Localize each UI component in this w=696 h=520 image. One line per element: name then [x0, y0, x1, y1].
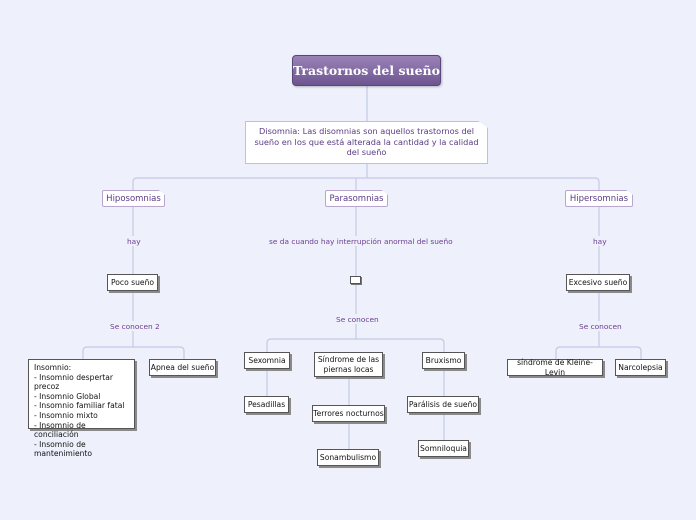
- link-label-hay-left: hay: [127, 237, 141, 246]
- disomnia-callout[interactable]: Disomnia: Las disomnias son aquellos tra…: [245, 121, 488, 164]
- topic-hipersomnias-label: Hipersomnias: [569, 193, 629, 204]
- node-sonambulismo[interactable]: Sonambulismo: [317, 449, 379, 466]
- topic-parasomnias[interactable]: Parasomnias: [325, 190, 388, 207]
- node-insomnio[interactable]: Insomnio: - Insomnio despertar precoz - …: [28, 359, 135, 458]
- node-apnea[interactable]: Apnea del sueño: [149, 359, 216, 376]
- node-somniloquia[interactable]: Somniloquia: [418, 440, 469, 457]
- list-item: - Insomnio familiar fatal: [34, 401, 125, 411]
- node-piernas-locas-label: Síndrome de las piernas locas: [317, 354, 380, 374]
- link-label-se-conocen-2: Se conocen 2: [110, 322, 160, 331]
- list-item: - Insomnio de conciliación: [34, 420, 86, 440]
- node-poco-sueno[interactable]: Poco sueño: [107, 274, 158, 291]
- node-kleine-levin[interactable]: síndrome de Kleine-Levin: [507, 357, 603, 377]
- node-sonambulismo-label: Sonambulismo: [319, 452, 377, 462]
- node-pesadillas-label: Pesadillas: [247, 399, 286, 409]
- node-narcolepsia-label: Narcolepsia: [618, 362, 663, 372]
- node-apnea-label: Apnea del sueño: [150, 362, 215, 372]
- node-paralisis-label: Parálisis de sueño: [408, 399, 478, 409]
- root-topic[interactable]: Trastornos del sueño: [292, 55, 441, 86]
- list-item: - Insomnio Global: [34, 391, 101, 401]
- node-excesivo-sueno[interactable]: Excesivo sueño: [566, 274, 630, 291]
- insomnio-list: - Insomnio despertar precoz - Insomnio G…: [34, 373, 129, 459]
- node-somniloquia-label: Somniloquia: [420, 443, 467, 453]
- topic-hiposomnias[interactable]: Hiposomnias: [102, 190, 165, 207]
- node-sexomnia-label: Sexomnia: [248, 355, 286, 365]
- node-excesivo-sueno-label: Excesivo sueño: [568, 277, 628, 287]
- link-label-parasomnias: se da cuando hay interrupción anormal de…: [269, 237, 453, 246]
- link-label-se-conocen-right: Se conocen: [579, 322, 622, 331]
- node-narcolepsia[interactable]: Narcolepsia: [615, 359, 666, 376]
- list-item: - Insomnio de mantenimiento: [34, 439, 93, 459]
- root-title: Trastornos del sueño: [293, 63, 440, 78]
- node-bruxismo-label: Bruxismo: [425, 355, 462, 365]
- link-label-hay-right: hay: [593, 237, 607, 246]
- node-placeholder[interactable]: [350, 276, 361, 284]
- node-sexomnia[interactable]: Sexomnia: [244, 352, 290, 369]
- node-bruxismo[interactable]: Bruxismo: [422, 352, 465, 369]
- node-paralisis[interactable]: Parálisis de sueño: [407, 396, 479, 413]
- list-item: - Insomnio mixto: [34, 410, 98, 420]
- node-terrores[interactable]: Terrores nocturnos: [312, 405, 385, 422]
- topic-hipersomnias[interactable]: Hipersomnias: [565, 190, 633, 207]
- node-piernas-locas[interactable]: Síndrome de las piernas locas: [314, 352, 383, 377]
- topic-hiposomnias-label: Hiposomnias: [106, 193, 161, 204]
- link-label-se-conocen-mid: Se conocen: [336, 315, 379, 324]
- node-kleine-levin-label: síndrome de Kleine-Levin: [517, 357, 593, 377]
- list-item: - Insomnio despertar precoz: [34, 372, 114, 392]
- node-terrores-label: Terrores nocturnos: [313, 408, 384, 418]
- node-poco-sueno-label: Poco sueño: [110, 277, 155, 287]
- topic-parasomnias-label: Parasomnias: [329, 193, 384, 204]
- node-pesadillas[interactable]: Pesadillas: [244, 396, 289, 413]
- insomnio-title: Insomnio:: [34, 363, 72, 372]
- callout-text: Disomnia: Las disomnias son aquellos tra…: [254, 126, 479, 157]
